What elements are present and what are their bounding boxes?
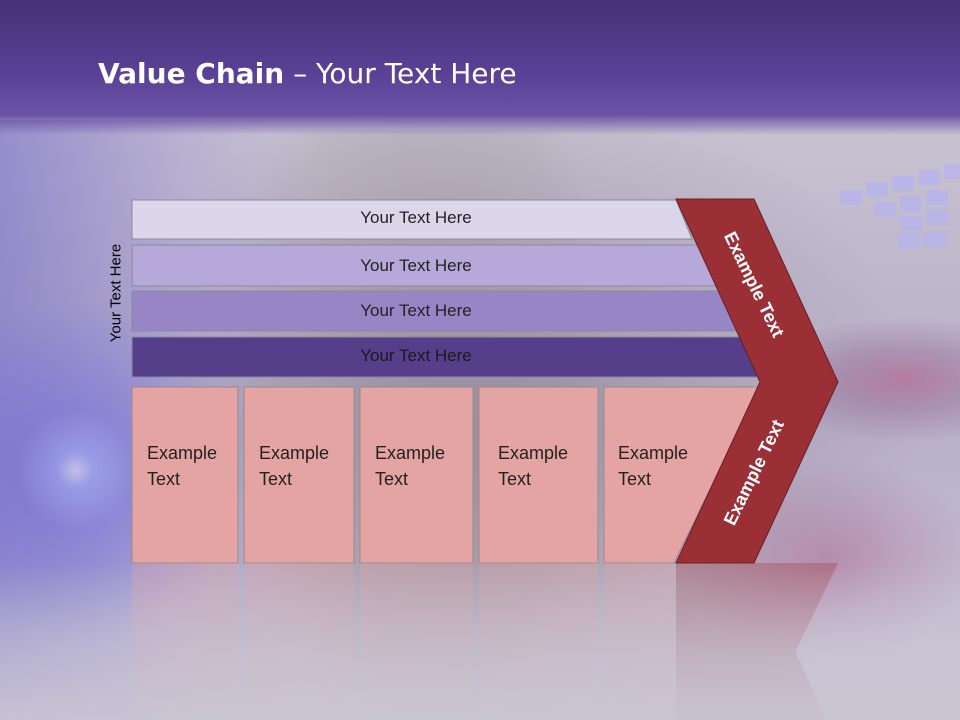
bar-1-shape bbox=[131, 199, 693, 240]
box-3-line1: Example bbox=[375, 443, 446, 463]
box-4-shape bbox=[478, 386, 599, 564]
slide-title: Value Chain – Your Text Here bbox=[98, 54, 517, 94]
box-4-line1: Example bbox=[498, 443, 569, 463]
box-4-line2: Text bbox=[498, 469, 532, 489]
box-3-line2: Text bbox=[375, 469, 409, 489]
bar-4-label: Your Text Here bbox=[360, 346, 472, 365]
reflection-fade bbox=[0, 563, 960, 720]
box-1-shape bbox=[131, 386, 239, 564]
box-2-shape bbox=[243, 386, 355, 564]
box-1-line1: Example bbox=[147, 443, 218, 463]
box-3-shape bbox=[359, 386, 474, 564]
box-1-line2: Text bbox=[147, 469, 181, 489]
title-rest: – Your Text Here bbox=[284, 57, 517, 90]
bar-3-label: Your Text Here bbox=[360, 301, 472, 320]
header-band bbox=[0, 0, 960, 135]
box-5-line2: Text bbox=[618, 469, 652, 489]
box-2-line2: Text bbox=[259, 469, 293, 489]
title-bold: Value Chain bbox=[98, 57, 285, 90]
background-disco-tiles bbox=[840, 160, 960, 260]
box-5-line1: Example bbox=[618, 443, 689, 463]
bar-2-label: Your Text Here bbox=[360, 256, 472, 275]
box-2-line1: Example bbox=[259, 443, 330, 463]
bar-1-label: Your Text Here bbox=[360, 208, 472, 227]
